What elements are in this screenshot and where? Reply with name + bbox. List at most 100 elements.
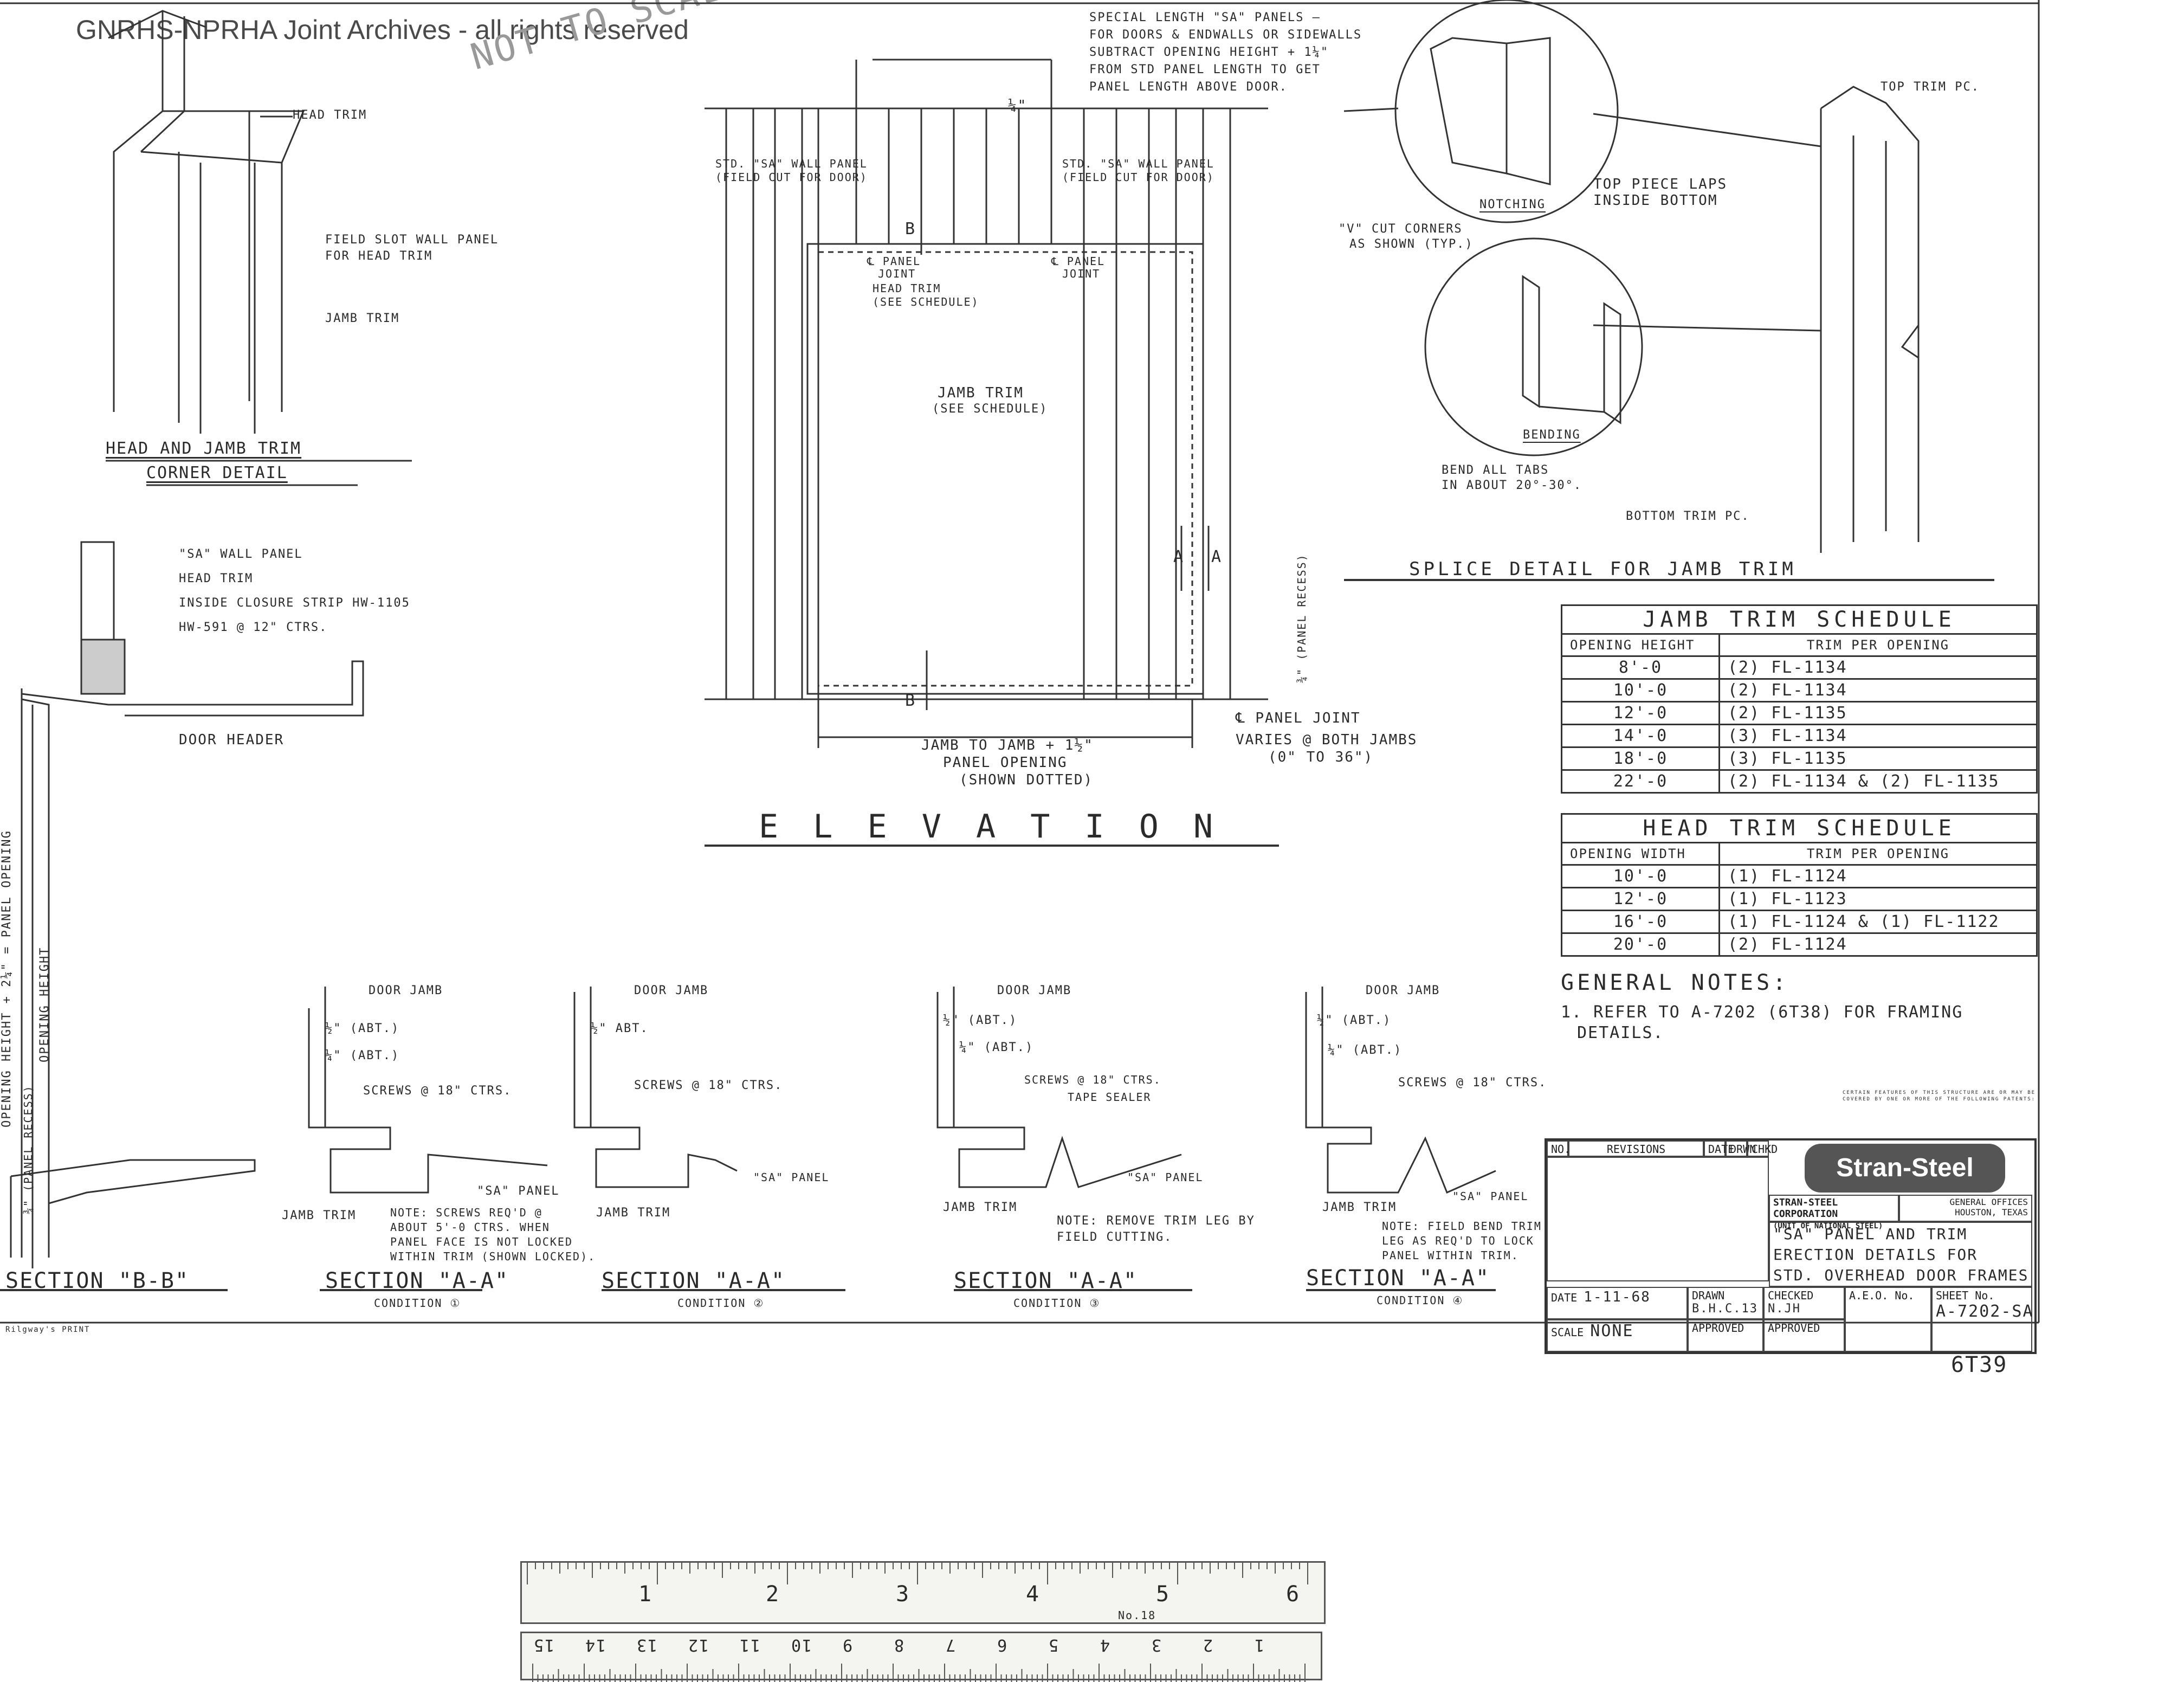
table-row: 10'-0(1) FL-1124 xyxy=(1561,864,2038,888)
ruler-cm-number: 13 xyxy=(636,1635,658,1654)
tb-header-date: DATE xyxy=(1704,1140,1734,1157)
corner-label-field-slot-2: FOR HEAD TRIM xyxy=(325,249,433,263)
jamb-schedule-header-trim: TRIM PER OPENING xyxy=(1718,633,2038,657)
jamb-schedule-header-height: OPENING HEIGHT xyxy=(1561,633,1720,657)
table-cell: (2) FL-1134 xyxy=(1718,655,2038,680)
splice-label-top-piece: TOP PIECE LAPS xyxy=(1593,176,1728,192)
corner-label-field-slot: FIELD SLOT WALL PANEL xyxy=(325,233,499,247)
s2-label-door-jamb: DOOR JAMB xyxy=(634,984,709,997)
section-b-b-title: SECTION "B-B" xyxy=(5,1268,190,1293)
s1-label-half: ½" (ABT.) xyxy=(325,1022,400,1035)
splice-label-bend-angle: IN ABOUT 20°-30°. xyxy=(1442,479,1582,492)
elevation-title: E L E V A T I O N xyxy=(759,808,1221,846)
table-cell: (1) FL-1124 xyxy=(1718,864,2038,888)
s1-note-2: ABOUT 5'-0 CTRS. WHEN xyxy=(390,1221,550,1234)
ruler-cm-number: 3 xyxy=(1151,1635,1162,1654)
splice-label-bend-tabs: BEND ALL TABS xyxy=(1442,463,1549,477)
table-row: 16'-0(1) FL-1124 & (1) FL-1122 xyxy=(1561,910,2038,934)
s1-label-jamb-trim: JAMB TRIM xyxy=(282,1209,357,1222)
section-a-a-4-drawing xyxy=(1305,987,1496,1291)
s2-label-sa-panel: "SA" PANEL xyxy=(753,1171,830,1184)
s1-note-3: PANEL FACE IS NOT LOCKED xyxy=(390,1235,573,1248)
ruler-number: 6 xyxy=(1286,1582,1301,1607)
stran-steel-logo: Stran-Steel xyxy=(1805,1144,2005,1193)
corner-label-jamb-trim: JAMB TRIM xyxy=(325,312,400,325)
section-a-a-4-condition: CONDITION ④ xyxy=(1377,1294,1464,1307)
splice-label-bottom-trim: BOTTOM TRIM PC. xyxy=(1626,510,1750,523)
table-cell: (3) FL-1134 xyxy=(1718,724,2038,748)
splice-label-bending: BENDING xyxy=(1523,428,1581,442)
s4-label-half: ½" (ABT.) xyxy=(1317,1014,1392,1027)
tb-header-chkd: CHKD xyxy=(1747,1140,1778,1157)
elevation-varies-note-1: VARIES @ BOTH JAMBS xyxy=(1236,732,1418,748)
tb-scale-label: SCALE xyxy=(1551,1326,1584,1339)
elevation-width-note-3: (SHOWN DOTTED) xyxy=(959,772,1094,788)
drawing-number: 6T39 xyxy=(1951,1352,2008,1377)
s3-label-sa-panel: "SA" PANEL xyxy=(1127,1171,1204,1184)
s1-label-door-jamb: DOOR JAMB xyxy=(369,984,443,997)
general-notes-line-1: 1. REFER TO A-7202 (6T38) FOR FRAMING xyxy=(1561,1003,1963,1022)
s1-label-screws: SCREWS @ 18" CTRS. xyxy=(363,1084,512,1098)
tb-approved: APPROVED xyxy=(1688,1319,1763,1352)
ruler-cm-number: 9 xyxy=(842,1635,853,1654)
table-cell: 12'-0 xyxy=(1561,887,1720,911)
elevation-section-mark-a-left: A xyxy=(1173,547,1185,566)
elevation-top-note-1: SPECIAL LENGTH "SA" PANELS — xyxy=(1089,11,1321,24)
header-label-closure: INSIDE CLOSURE STRIP HW-1105 xyxy=(179,596,410,610)
table-cell: 22'-0 xyxy=(1561,769,1720,794)
tb-date: DATE 1-11-68 xyxy=(1547,1287,1688,1319)
tb-title-line-1: "SA" PANEL AND TRIM xyxy=(1773,1225,1968,1243)
print-footer: Rilgway's PRINT xyxy=(5,1325,91,1334)
header-vertical-label-3: ¾" (PANEL RECESS) xyxy=(22,1085,35,1214)
s4-label-screws: SCREWS @ 18" CTRS. xyxy=(1398,1076,1547,1090)
tb-offices-label: GENERAL OFFICES xyxy=(1949,1197,2028,1207)
header-detail-drawing xyxy=(21,541,364,1268)
section-a-a-2-condition: CONDITION ② xyxy=(677,1297,765,1310)
table-cell: (2) FL-1134 xyxy=(1718,678,2038,703)
splice-label-top-trim: TOP TRIM PC. xyxy=(1881,80,1980,94)
section-a-a-2-drawing xyxy=(573,987,845,1291)
s4-label-sa-panel: "SA" PANEL xyxy=(1452,1190,1529,1203)
table-row: 20'-0(2) FL-1124 xyxy=(1561,932,2038,957)
elevation-left-panel-1: STD. "SA" WALL PANEL xyxy=(715,157,868,170)
tb-city: HOUSTON, TEXAS xyxy=(1955,1207,2028,1217)
tb-sheet-value: A-7202-SA xyxy=(1936,1302,2034,1321)
tb-scale: SCALE NONE xyxy=(1547,1319,1688,1352)
ruler-cm-number: 10 xyxy=(790,1635,812,1654)
elevation-panel-joint-right-2: JOINT xyxy=(1062,267,1101,280)
tb-sheet: SHEET No.A-7202-SA xyxy=(1931,1287,2034,1352)
s3-note-2: FIELD CUTTING. xyxy=(1057,1230,1173,1244)
title-block: NO. REVISIONS DATE DRWN CHKD STRAN-STEEL… xyxy=(1545,1138,2037,1354)
splice-detail-drawing xyxy=(1343,0,1994,581)
tb-approved-2: APPROVED xyxy=(1763,1319,1845,1352)
ruler-cm-number: 15 xyxy=(533,1635,555,1654)
splice-label-as-shown: AS SHOWN (TYP.) xyxy=(1349,237,1474,251)
table-row: 22'-0(2) FL-1134 & (2) FL-1135 xyxy=(1561,769,2038,794)
section-b-b-drawing xyxy=(0,1159,256,1291)
s2-label-screws: SCREWS @ 18" CTRS. xyxy=(634,1079,783,1092)
table-cell: (1) FL-1123 xyxy=(1718,887,2038,911)
header-label-hw591: HW-591 @ 12" CTRS. xyxy=(179,621,328,634)
tb-sheet-label: SHEET No. xyxy=(1936,1289,1995,1302)
ruler-cm-number: 2 xyxy=(1202,1635,1213,1654)
header-vertical-label-1: OPENING HEIGHT + 2¼" = PANEL OPENING xyxy=(0,830,14,1127)
elevation-section-mark-b-bottom: B xyxy=(905,691,916,710)
corner-detail-drawing xyxy=(108,10,305,434)
archive-watermark: GNRHS-NPRHA Joint Archives - all rights … xyxy=(76,15,689,45)
s4-label-jamb-trim: JAMB TRIM xyxy=(1322,1201,1397,1214)
ruler-cm-number: 14 xyxy=(584,1635,606,1654)
section-a-a-2-title: SECTION "A-A" xyxy=(602,1268,786,1293)
tb-title-line-2: ERECTION DETAILS FOR xyxy=(1773,1246,1978,1264)
tb-company-sub: (UNIT OF NATIONAL STEEL) xyxy=(1773,1222,1883,1230)
corner-detail-title: HEAD AND JAMB TRIM xyxy=(106,439,302,458)
s3-label-door-jamb: DOOR JAMB xyxy=(997,984,1072,997)
tb-company: STRAN-STEEL CORPORATION(UNIT OF NATIONAL… xyxy=(1769,1195,1899,1230)
table-cell: 10'-0 xyxy=(1561,864,1720,888)
ruler-cm-number: 12 xyxy=(687,1635,709,1654)
ruler-cm-number: 11 xyxy=(739,1635,761,1654)
s4-note-3: PANEL WITHIN TRIM. xyxy=(1382,1249,1519,1262)
